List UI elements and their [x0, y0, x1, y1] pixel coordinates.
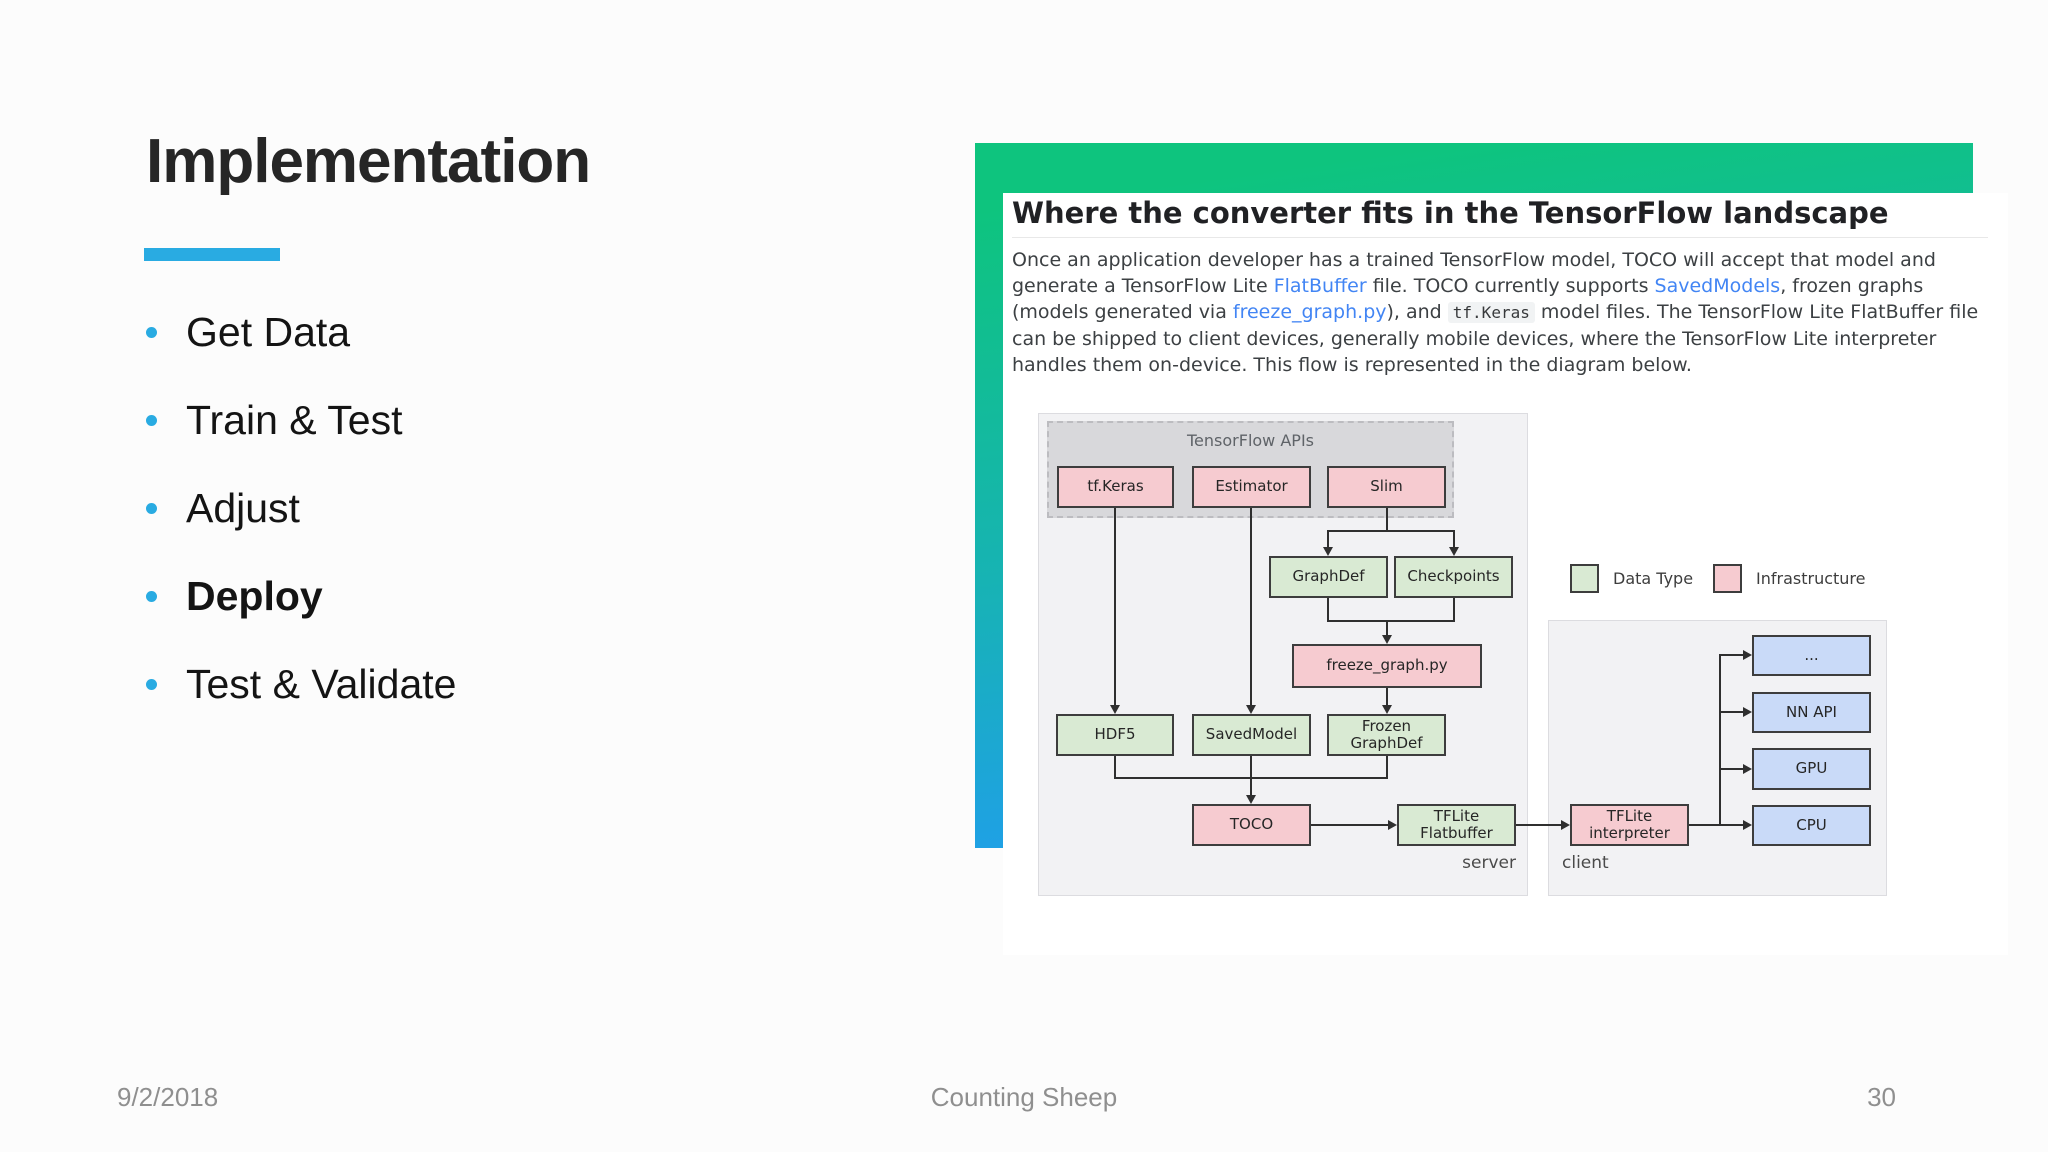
- slide-title: Implementation: [146, 127, 591, 196]
- arrowhead: [1246, 795, 1256, 804]
- node-nn-api: NN API: [1752, 692, 1871, 733]
- bullet-label: Get Data: [186, 308, 351, 355]
- legend-infrastructure-swatch: [1713, 564, 1742, 593]
- arrowhead: [1561, 820, 1570, 830]
- arrowhead: [1743, 820, 1752, 830]
- bullet-label: Train & Test: [186, 396, 403, 443]
- node-toco: TOCO: [1192, 804, 1311, 846]
- doc-heading: Where the converter fits in the TensorFl…: [1012, 196, 1889, 230]
- tf-keras-code-chip: tf.Keras: [1447, 302, 1535, 323]
- connector: [1386, 508, 1388, 532]
- connector: [1719, 711, 1743, 713]
- list-item: Train & Test: [146, 376, 456, 464]
- server-panel-label: server: [1462, 853, 1516, 873]
- connector: [1719, 654, 1743, 656]
- connector: [1386, 756, 1388, 779]
- paragraph-text: model files. The TensorFlow Lite FlatBuf…: [1012, 301, 1979, 376]
- arrowhead: [1743, 650, 1752, 660]
- connector: [1719, 654, 1721, 826]
- doc-paragraph: Once an application developer has a trai…: [1012, 247, 1996, 378]
- bullet-label: Deploy: [186, 572, 323, 619]
- bullet-icon: [146, 502, 157, 514]
- footer-deck-title: Counting Sheep: [930, 1082, 1118, 1112]
- connector: [1250, 508, 1252, 706]
- connector: [1311, 824, 1388, 826]
- bullet-icon: [146, 678, 157, 690]
- node-savedmodel: SavedModel: [1192, 714, 1311, 756]
- paragraph-text: file. TOCO currently supports: [1366, 275, 1655, 297]
- arrowhead: [1382, 635, 1392, 644]
- node-tflite-interpreter: TFLite interpreter: [1570, 804, 1689, 846]
- paragraph-text: Once an application developer has a trai…: [1012, 249, 1936, 297]
- list-item-current: Deploy: [146, 552, 456, 640]
- node-gpu: GPU: [1752, 748, 1871, 790]
- connector: [1327, 530, 1329, 548]
- list-item: Adjust: [146, 464, 456, 552]
- bullet-label: Test & Validate: [186, 660, 457, 707]
- list-item: Test & Validate: [146, 640, 456, 728]
- doc-screenshot: Where the converter fits in the TensorFl…: [1003, 193, 2008, 955]
- connector: [1453, 598, 1455, 622]
- node-frozen-graphdef: Frozen GraphDef: [1327, 714, 1446, 756]
- arrowhead: [1110, 705, 1120, 714]
- connector: [1386, 620, 1388, 636]
- node-hdf5: HDF5: [1056, 714, 1174, 756]
- node-slim: Slim: [1327, 466, 1446, 508]
- paragraph-text: , frozen graphs (models generated via: [1012, 275, 1924, 323]
- connector: [1250, 756, 1252, 796]
- footer-date: 9/2/2018: [117, 1082, 219, 1112]
- legend-data-type-swatch: [1570, 564, 1599, 593]
- legend-data-type-label: Data Type: [1613, 569, 1694, 588]
- flatbuffer-link[interactable]: FlatBuffer: [1273, 275, 1367, 297]
- connector: [1453, 530, 1455, 548]
- bullet-list: Get Data Train & Test Adjust Deploy Test…: [146, 288, 456, 728]
- arrowhead: [1449, 547, 1459, 556]
- connector: [1516, 824, 1561, 826]
- divider: [1012, 237, 1988, 238]
- client-panel-label: client: [1562, 853, 1609, 873]
- node-checkpoints: Checkpoints: [1394, 556, 1513, 598]
- node-estimator: Estimator: [1192, 466, 1311, 508]
- arrowhead: [1743, 707, 1752, 717]
- savedmodels-link[interactable]: SavedModels: [1654, 275, 1781, 297]
- arrowhead: [1323, 547, 1333, 556]
- connector: [1689, 824, 1743, 826]
- title-accent-bar: [144, 248, 280, 261]
- bullet-icon: [146, 590, 157, 602]
- node-other-accelerator: ...: [1752, 635, 1871, 676]
- connector: [1114, 756, 1116, 779]
- connector: [1327, 620, 1455, 622]
- node-tf-keras: tf.Keras: [1057, 466, 1174, 508]
- legend-infrastructure-label: Infrastructure: [1756, 569, 1866, 588]
- node-freeze-graph: freeze_graph.py: [1292, 644, 1482, 688]
- tensorflow-apis-label: TensorFlow APIs: [1187, 431, 1314, 450]
- connector: [1327, 530, 1455, 532]
- list-item: Get Data: [146, 288, 456, 376]
- bullet-icon: [146, 326, 157, 338]
- connector: [1386, 688, 1388, 706]
- connector: [1327, 598, 1329, 622]
- connector: [1719, 768, 1743, 770]
- node-cpu: CPU: [1752, 805, 1871, 846]
- bullet-label: Adjust: [186, 484, 300, 531]
- node-graphdef: GraphDef: [1269, 556, 1388, 598]
- paragraph-text: ), and: [1386, 301, 1448, 323]
- connector: [1114, 508, 1116, 706]
- arrowhead: [1743, 764, 1752, 774]
- arrowhead: [1382, 705, 1392, 714]
- freeze-graph-link[interactable]: freeze_graph.py: [1232, 301, 1387, 323]
- bullet-icon: [146, 414, 157, 426]
- arrowhead: [1388, 820, 1397, 830]
- node-tflite-flatbuffer: TFLite Flatbuffer: [1397, 804, 1516, 846]
- footer-page-number: 30: [1867, 1082, 1896, 1112]
- arrowhead: [1246, 705, 1256, 714]
